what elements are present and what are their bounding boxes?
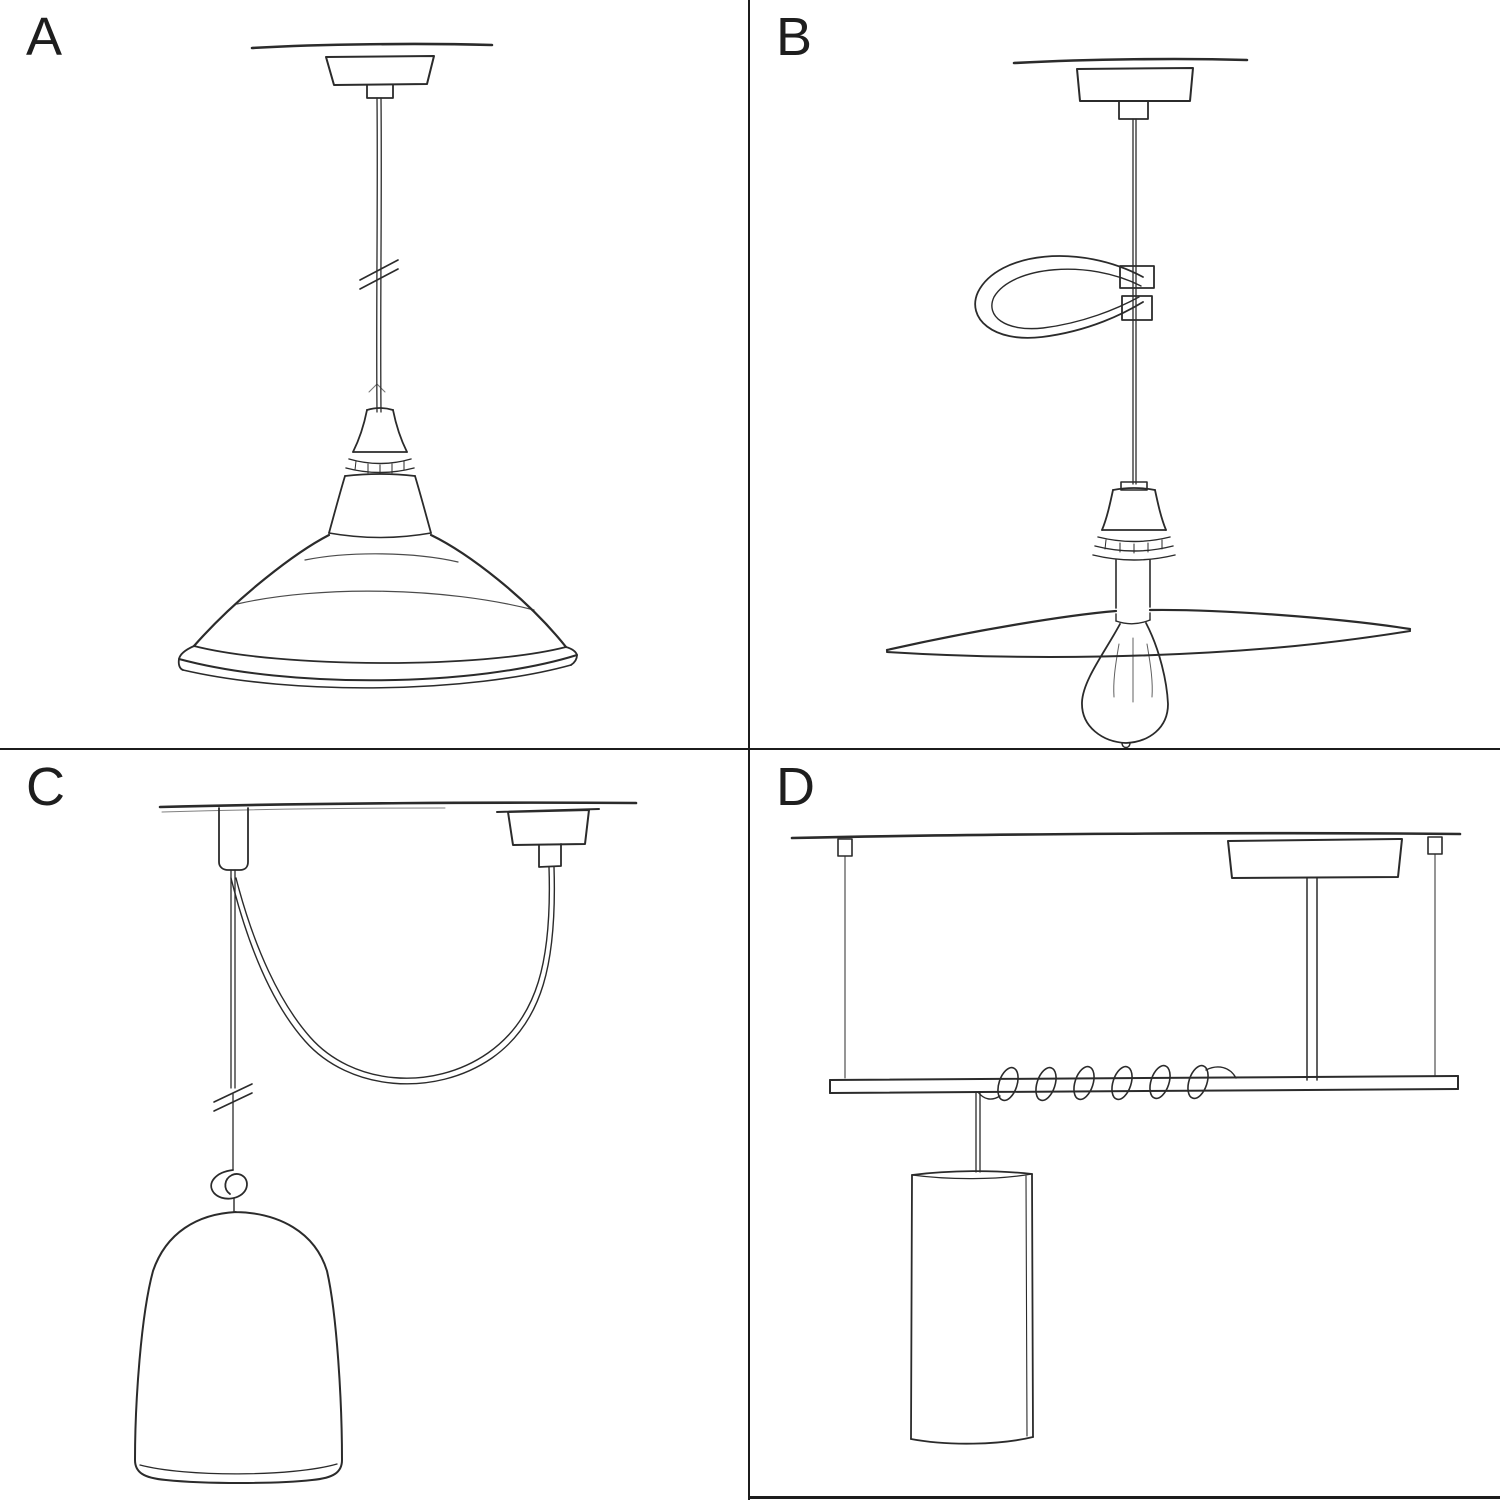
horizontal-bar [829,1075,1459,1094]
flat-plate-shade [885,608,1412,658]
coiled-cable [977,1064,1237,1102]
industrial-shade [177,533,578,689]
ceiling-rose [325,55,435,99]
panel-d: D [750,750,1500,1500]
lamp-holder [1092,481,1176,609]
pendant-straight-cable-sketch [177,42,578,689]
pendant-cable-clip-sketch [885,57,1412,749]
ceiling-line [250,42,494,50]
drop-cable [975,1091,981,1173]
suspension-wires [837,836,1443,1079]
ceiling-line [790,831,1462,840]
tube-shade [910,1170,1034,1445]
cable-clip-loop [974,255,1155,339]
panel-c: C [0,750,750,1500]
drop-cable [213,869,253,1171]
panel-a: A [0,0,750,750]
horizontal-divider-line [0,748,1500,750]
bell-shade [134,1211,343,1484]
bar-suspension-sketch [790,831,1462,1445]
edison-bulb [1081,622,1169,749]
ceiling-rose [496,808,600,868]
ceiling-line [1012,57,1249,65]
ceiling-rose [1227,838,1403,879]
cable-knot [210,1169,248,1213]
swag-cable [230,866,556,1085]
panel-a-label: A [26,7,64,67]
panel-d-label: D [776,757,816,817]
ceiling-line [158,801,638,813]
panel-b-label: B [776,7,814,67]
pendant-cable [1132,118,1137,485]
pendant-cable [359,97,399,413]
swag-pendant-sketch [134,801,638,1484]
panel-c-label: C [26,757,66,817]
bottom-edge-line [750,1496,1500,1499]
panel-b: B [750,0,1500,750]
ceiling-rose [1076,67,1194,120]
lamp-holder [328,407,432,539]
ceiling-hook [218,807,249,871]
vertical-divider-line [748,0,750,1500]
rigid-stem [1306,877,1318,1081]
